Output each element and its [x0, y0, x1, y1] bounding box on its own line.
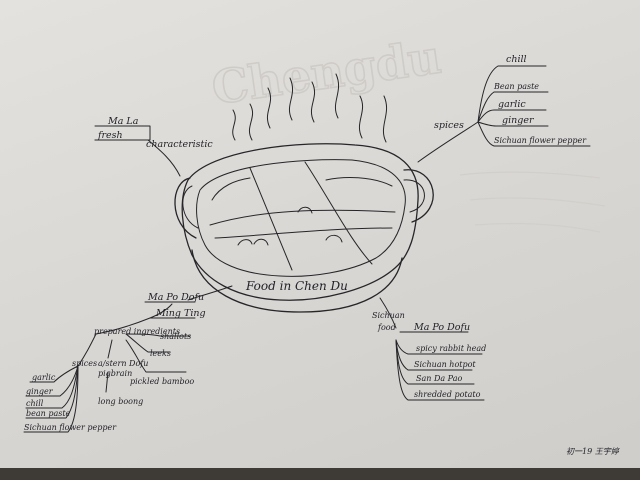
spices-left-item-sichuan-pepper: Sichuan flower pepper	[24, 423, 117, 432]
spices-left-item-chill: chill	[26, 399, 44, 408]
branch-mapo-left: Ma Po Dofu Ming Ting	[144, 285, 233, 319]
mapo-left-sub: Ming Ting	[155, 308, 206, 319]
prepared-item-leeks: leeks	[150, 349, 171, 358]
center-label: Food in Chen Du	[245, 279, 348, 293]
prepared-item-shallots: shallots	[160, 332, 191, 341]
spices-right-item-sichuan-pepper: Sichuan flower pepper	[494, 136, 587, 145]
prepared-item-dofu: a/stern Dofu	[98, 359, 148, 368]
signature: 初一19 王宇婷	[566, 447, 621, 456]
spices-left-item-ginger: ginger	[26, 387, 54, 396]
branch-spices-right: spices chill Bean paste garlic ginger Si…	[417, 54, 591, 163]
prepared-item-pigbrain: pigbrain	[98, 369, 132, 378]
sichuan-item-hotpot: Sichuan hotpot	[414, 360, 476, 369]
characteristic-item-fresh: fresh	[97, 130, 123, 141]
spices-right-item-ginger: ginger	[502, 115, 535, 126]
mapo-left-label: Ma Po Dofu	[147, 292, 204, 303]
sichuan-food-label-line1: Sichuan	[372, 311, 405, 320]
hotpot-drawing	[174, 73, 434, 313]
branch-sichuan-food: Sichuan food Ma Po Dofu spicy rabbit hea…	[372, 297, 486, 401]
prepared-item-pickled-bamboo: pickled bamboo	[130, 377, 194, 386]
branch-spices-left: spices garlic ginger chill bean paste Si…	[23, 333, 117, 433]
spices-left-item-bean-paste: bean paste	[26, 409, 71, 418]
steam-lines	[232, 73, 388, 143]
sichuan-item-mapo: Ma Po Dofu	[413, 322, 470, 333]
table-edge	[0, 468, 640, 480]
characteristic-label: characteristic	[146, 139, 213, 150]
show-through-artwork: Chengdu	[208, 29, 606, 233]
characteristic-item-mala: Ma La	[107, 116, 139, 127]
spices-left-label: spices	[72, 359, 97, 368]
sichuan-item-san-da-pao: San Da Pao	[416, 374, 462, 383]
spices-left-item-garlic: garlic	[32, 373, 56, 382]
sichuan-item-shredded-potato: shredded potato	[414, 390, 481, 399]
svg-text:Chengdu: Chengdu	[209, 29, 445, 115]
prepared-item-long-boong: long boong	[98, 397, 143, 406]
sichuan-food-label-line2: food	[377, 323, 396, 332]
spices-right-label: spices	[434, 120, 464, 131]
branch-prepared-ingredients: prepared ingredients shallots leeks a/st…	[94, 317, 194, 406]
spices-right-item-bean-paste: Bean paste	[493, 82, 539, 91]
prepared-label: prepared ingredients	[94, 327, 180, 336]
branch-characteristic: Ma La fresh characteristic	[94, 116, 213, 177]
spices-right-item-garlic: garlic	[498, 99, 526, 110]
sichuan-item-rabbit-head: spicy rabbit head	[416, 344, 486, 353]
spices-right-item-chill: chill	[506, 54, 527, 65]
